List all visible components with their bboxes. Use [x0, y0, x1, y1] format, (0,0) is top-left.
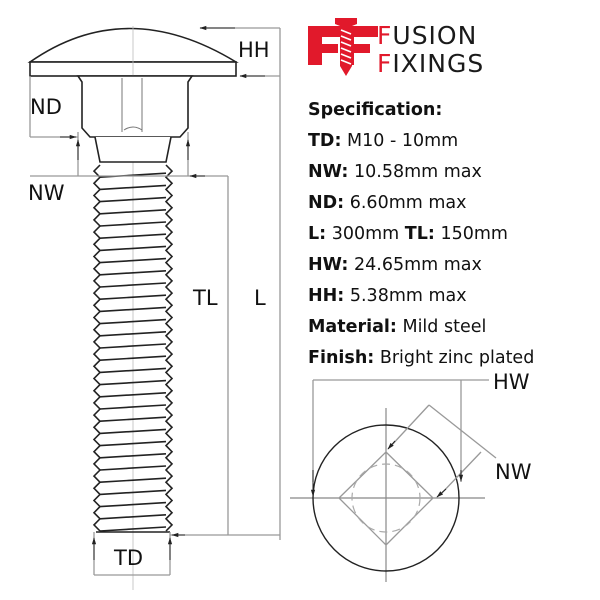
- spec-row-hh: HH: 5.38mm max: [308, 286, 467, 306]
- spec-title: Specification:: [308, 100, 443, 120]
- label-nd: ND: [30, 95, 62, 119]
- spec-row-nw: NW: 10.58mm max: [308, 162, 482, 182]
- spec-row-nd: ND: 6.60mm max: [308, 193, 467, 213]
- head-top-view: [290, 379, 497, 582]
- label-td: TD: [114, 546, 143, 570]
- bolt-threads: [92, 164, 174, 533]
- spec-row-td: TD: M10 - 10mm: [308, 131, 459, 151]
- label-hw: HW: [493, 370, 530, 394]
- spec-row-finish: Finish: Bright zinc plated: [308, 348, 535, 368]
- spec-row-length: L: 300mm TL: 150mm: [308, 224, 508, 244]
- brand-initial-2: F: [377, 49, 393, 78]
- brand-initial-1: F: [377, 21, 393, 50]
- label-head-nw: NW: [495, 460, 532, 484]
- spec-row-hw: HW: 24.65mm max: [308, 255, 482, 275]
- specification-list: Specification: TD: M10 - 10mm NW: 10.58m…: [308, 95, 534, 374]
- brand-name: FUSION FIXINGS: [377, 22, 484, 78]
- brand-word-2: IXINGS: [392, 49, 485, 78]
- bolt-neck: [76, 75, 194, 138]
- spec-row-material: Material: Mild steel: [308, 317, 487, 337]
- label-tl: TL: [193, 286, 218, 310]
- label-l: L: [254, 286, 266, 310]
- label-nw: NW: [28, 181, 65, 205]
- brand-word-1: USION: [392, 21, 478, 50]
- label-hh: HH: [238, 38, 270, 62]
- ff-screw-logo-icon: [308, 18, 378, 76]
